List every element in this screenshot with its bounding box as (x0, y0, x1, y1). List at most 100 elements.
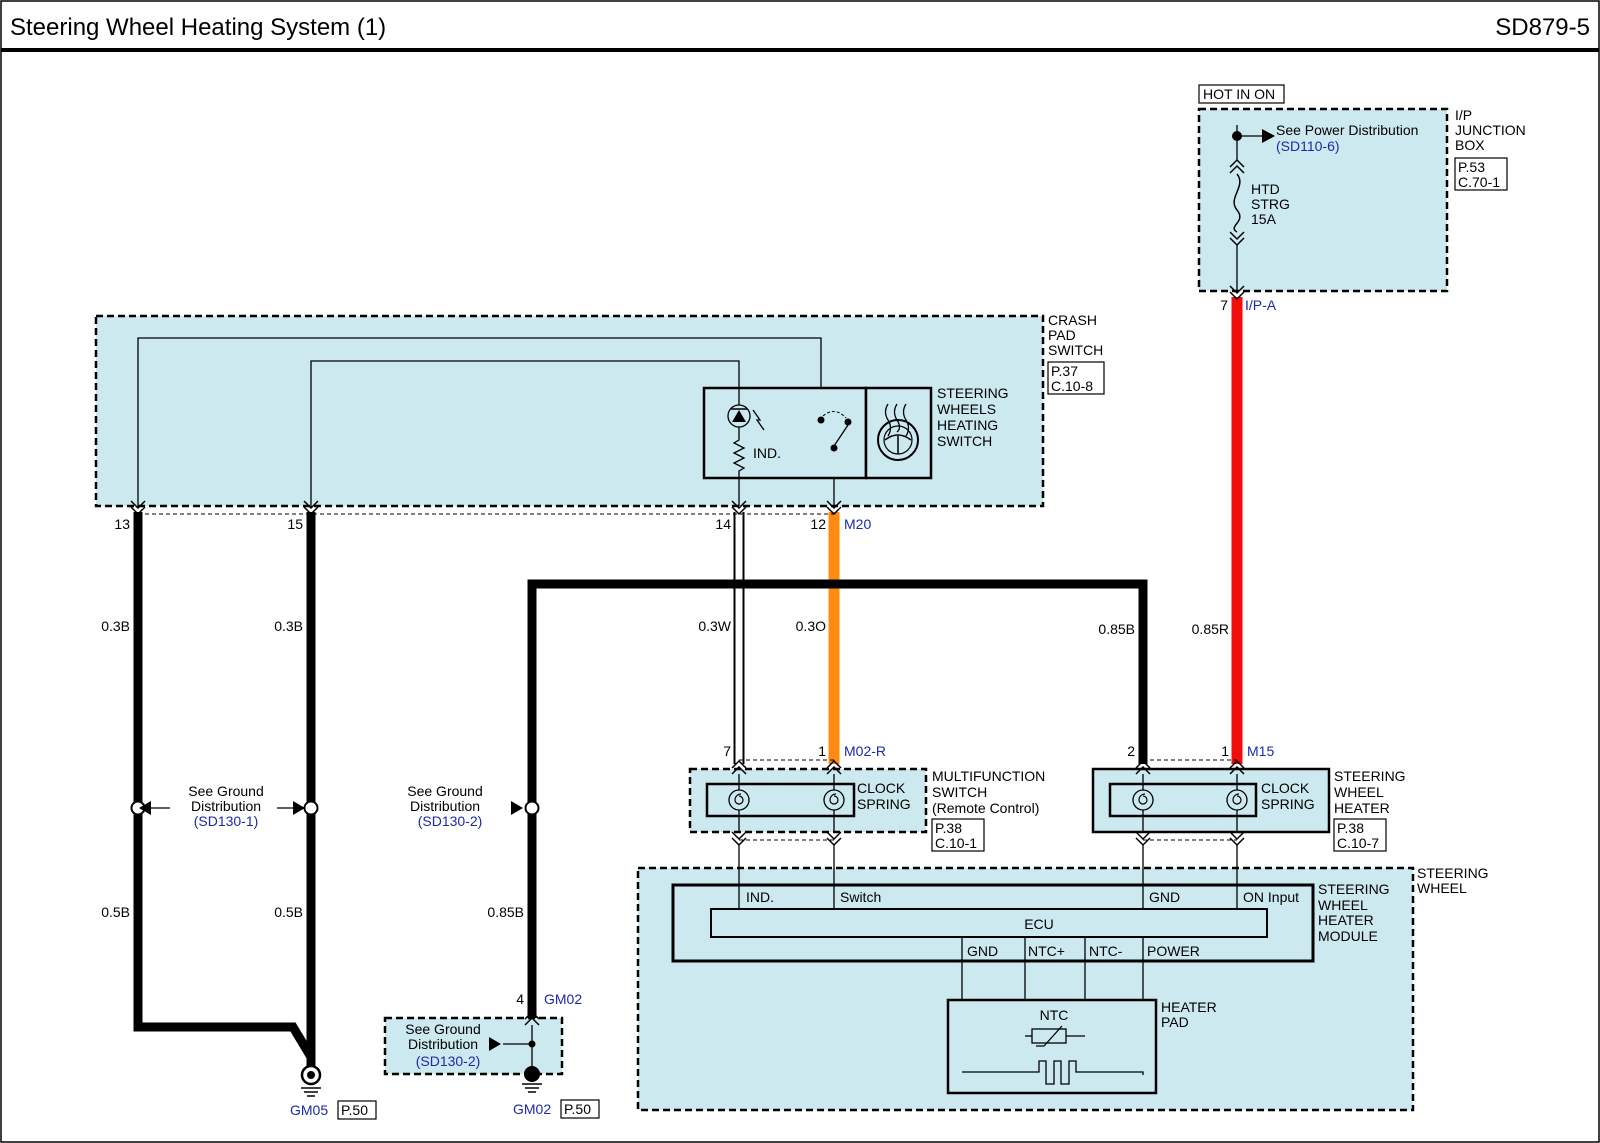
gm05-page[interactable]: P.50 (341, 1102, 368, 1118)
pin-14: 14 (715, 516, 731, 532)
module-output-ntc-minus: NTC- (1089, 943, 1123, 959)
module-name-3: HEATER (1318, 912, 1374, 928)
crash-pad-name-1: CRASH (1048, 312, 1097, 328)
mfs-ref-page[interactable]: P.38 (935, 820, 962, 836)
heater-clock-spring-2: SPRING (1261, 796, 1315, 812)
arrow-right-icon (1262, 129, 1275, 143)
see-ground-box-1[interactable]: See Ground (405, 1021, 481, 1037)
wire-label-14: 0.3W (698, 618, 731, 634)
crash-pad-name-2: PAD (1048, 327, 1076, 343)
see-ground-left-1[interactable]: See Ground (188, 783, 264, 799)
gm02-label: GM02 (513, 1101, 551, 1117)
heater-pad-name-2: PAD (1161, 1014, 1189, 1030)
heater-name-1: STEERING (1334, 768, 1406, 784)
arrow-right-icon (489, 1037, 501, 1051)
mfs-name-3: (Remote Control) (932, 800, 1039, 816)
mfs-pin-1: 1 (818, 743, 826, 759)
connector-m20: M20 (844, 516, 871, 532)
arrow-right-icon (511, 801, 523, 815)
gm02-ground-assembly (489, 1025, 542, 1093)
junction-box-ref-page[interactable]: P.53 (1458, 159, 1485, 175)
page-title: Steering Wheel Heating System (1) (10, 14, 386, 41)
gm05-label: GM05 (290, 1102, 328, 1118)
see-ground-left-ref[interactable]: (SD130-1) (194, 813, 259, 829)
wire-label-gnd: 0.85B (1098, 621, 1135, 637)
gm05-ground-assembly (300, 1064, 322, 1097)
heater-clock-spring (1108, 774, 1258, 832)
junction-box-name-1: I/P (1455, 107, 1472, 123)
fuse-label-line3: 15A (1251, 211, 1277, 227)
heater-pad-name-1: HEATER (1161, 999, 1217, 1015)
wire-label-15-lower: 0.5B (274, 904, 303, 920)
see-ground-mid-ref[interactable]: (SD130-2) (418, 813, 483, 829)
junction-box-ref-conn[interactable]: C.70-1 (1458, 174, 1500, 190)
gm02-connector: GM02 (544, 991, 582, 1007)
switch-name-4: SWITCH (937, 433, 992, 449)
arrow-left-icon (139, 801, 151, 815)
heater-clock-spring-1: CLOCK (1261, 780, 1310, 796)
crash-pad-ref-frame (1047, 361, 1105, 395)
wire-label-12: 0.3O (796, 618, 826, 634)
heating-element-icon (962, 1060, 1144, 1085)
hot-in-on-label: HOT IN ON (1203, 86, 1275, 102)
module-output-ntc-plus: NTC+ (1028, 943, 1065, 959)
wire-label-gnd-lower: 0.85B (487, 904, 524, 920)
wire-label-power: 0.85R (1192, 621, 1229, 637)
switch-name-2: WHEELS (937, 401, 996, 417)
mfs-ref-conn[interactable]: C.10-1 (935, 835, 977, 851)
mfs-connector: M02-R (844, 743, 886, 759)
mfs-clock-spring (705, 774, 856, 832)
see-power-ref[interactable]: (SD110-6) (1276, 138, 1340, 154)
pin-12: 12 (810, 516, 826, 532)
pin-13: 13 (114, 516, 130, 532)
ip-junction-box-internals (1229, 125, 1275, 290)
clock-spring-icon (728, 789, 750, 811)
crash-pad-ref-page[interactable]: P.37 (1051, 363, 1078, 379)
steering-heat-icon (877, 403, 919, 461)
mfs-clock-spring-2: SPRING (857, 796, 911, 812)
see-power-distribution[interactable]: See Power Distribution (1276, 122, 1418, 138)
ground-splices (130, 800, 540, 816)
heating-switch-assembly (702, 386, 933, 480)
heater-pin-2: 2 (1127, 743, 1135, 759)
mfs-name-2: SWITCH (932, 784, 987, 800)
module-input-ind: IND. (746, 889, 774, 905)
power-pin: 7 (1220, 297, 1228, 313)
gm05-page-frame (337, 1100, 377, 1120)
gm02-page[interactable]: P.50 (564, 1101, 591, 1117)
see-ground-box-ref[interactable]: (SD130-2) (416, 1053, 481, 1069)
clock-spring-icon (1132, 789, 1154, 811)
module-input-switch: Switch (840, 889, 881, 905)
crash-pad-ref-conn[interactable]: C.10-8 (1051, 378, 1093, 394)
switch-name-1: STEERING (937, 385, 1009, 401)
mfs-clock-spring-1: CLOCK (857, 780, 906, 796)
junction-box-name-2: JUNCTION (1455, 122, 1526, 138)
heater-ref-page[interactable]: P.38 (1337, 820, 1364, 836)
see-ground-mid-2[interactable]: Distribution (410, 798, 480, 814)
mfs-name-1: MULTIFUNCTION (932, 768, 1045, 784)
pin-markers (130, 285, 1245, 1026)
ntc-label: NTC (1040, 1007, 1069, 1023)
wire-internal-13 (137, 337, 822, 507)
wire-13-black (133, 512, 315, 1060)
steering-wheel-name-1: STEERING (1417, 865, 1489, 881)
see-ground-mid-1[interactable]: See Ground (407, 783, 483, 799)
ecu-label: ECU (1024, 916, 1054, 932)
switch-name-3: HEATING (937, 417, 998, 433)
heater-pin-1: 1 (1221, 743, 1229, 759)
junction-box-ref-frame (1454, 157, 1508, 191)
module-output-power: POWER (1147, 943, 1200, 959)
see-ground-left-2[interactable]: Distribution (191, 798, 261, 814)
ground-icon (524, 1066, 540, 1082)
module-name-2: WHEEL (1318, 897, 1368, 913)
heater-connector: M15 (1247, 743, 1274, 759)
see-ground-box-2[interactable]: Distribution (408, 1036, 478, 1052)
clock-spring-icon (1226, 789, 1248, 811)
fuse-label-line2: STRG (1251, 196, 1290, 212)
module-name-4: MODULE (1318, 928, 1378, 944)
heater-module (671, 845, 1315, 1075)
module-output-gnd: GND (967, 943, 998, 959)
wire-internal-15 (310, 360, 740, 507)
heater-ref-conn[interactable]: C.10-7 (1337, 835, 1379, 851)
